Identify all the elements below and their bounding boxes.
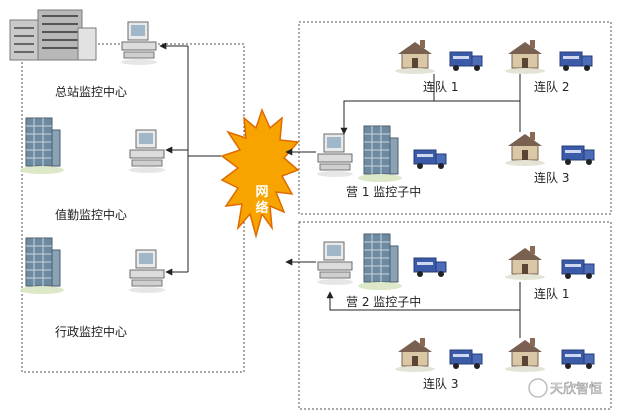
top-group-branch <box>340 74 435 135</box>
battalion-1-computer-icon <box>316 133 354 178</box>
battalion-2-label: 营 2 监控子中 <box>346 294 421 309</box>
watermark-text: 天欣智恒 <box>550 382 602 397</box>
company-b3-house-icon <box>394 337 436 373</box>
network-label-line2: 络 <box>255 200 268 216</box>
company-1-label: 连队 1 <box>423 79 458 94</box>
company-2-vehicle-icon <box>559 51 593 72</box>
bottom-group-branch <box>326 291 520 311</box>
top-group-box <box>298 21 612 215</box>
company-b4-vehicle-icon <box>561 349 595 370</box>
battalion-2-computer-icon <box>316 241 354 286</box>
company-3-house-icon <box>504 131 546 167</box>
company-b1-label: 连队 1 <box>534 286 569 301</box>
admin-center-building-icon <box>19 237 65 295</box>
company-b1-house-icon <box>504 245 546 281</box>
battalion-2-building-icon <box>357 233 403 291</box>
bottom-group-box <box>298 221 612 410</box>
headquarters-building-icon <box>9 9 97 61</box>
duty-center-building-icon <box>19 117 65 175</box>
company-1-vehicle-icon <box>449 51 483 72</box>
network-label-line1: 网 <box>255 185 268 200</box>
company-2-label: 连队 2 <box>534 79 569 94</box>
company-3-vehicle-icon <box>561 145 595 166</box>
company-1-house-icon <box>394 39 436 75</box>
admin-center-computer-icon <box>128 249 166 294</box>
company-b1-vehicle-icon <box>561 259 595 280</box>
node-label-duty-center: 值勤监控中心 <box>55 207 127 222</box>
company-b3-vehicle-icon <box>449 349 483 370</box>
company-b3-label: 连队 3 <box>423 376 458 391</box>
company-b4-house-icon <box>504 337 546 373</box>
company-3-label: 连队 3 <box>534 170 569 185</box>
watermark-logo-icon <box>528 378 548 398</box>
battalion-2-vehicle-icon <box>413 257 447 278</box>
company-2-house-icon <box>504 39 546 75</box>
battalion-1-building-icon <box>357 125 403 183</box>
node-label-admin-center: 行政监控中心 <box>55 324 127 339</box>
node-label-headquarters: 总站监控中心 <box>55 84 127 99</box>
duty-center-computer-icon <box>128 129 166 174</box>
headquarters-computer-icon <box>120 21 158 66</box>
battalion-1-label: 营 1 监控子中 <box>346 184 421 199</box>
network-burst-icon <box>220 107 300 239</box>
battalion-1-vehicle-icon <box>413 149 447 170</box>
